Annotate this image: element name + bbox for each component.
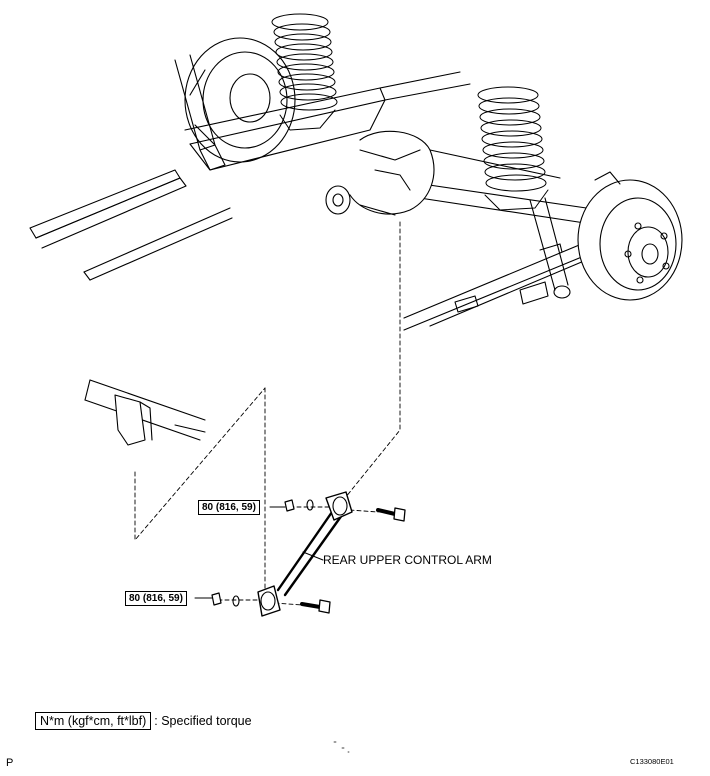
right-shock-absorber — [529, 197, 571, 299]
upper-bolt-torque-label: 80 (816, 59) — [198, 500, 260, 515]
page-code: P — [6, 757, 14, 769]
differential — [325, 130, 435, 216]
rear-upper-control-arm — [257, 491, 353, 617]
torque-unit-symbol: N*m (kgf*cm, ft*lbf) — [35, 712, 152, 730]
lower-nut — [211, 592, 222, 606]
figure-code: C133080E01 — [630, 757, 674, 766]
upper-nut — [284, 499, 295, 512]
callout-leaders — [194, 506, 324, 599]
upper-washer — [306, 499, 314, 511]
left-brake-drum — [184, 37, 296, 163]
right-coil-spring — [477, 86, 549, 211]
lower-bolt — [300, 599, 331, 614]
dashed-leaders — [134, 221, 401, 606]
upper-bolt — [376, 507, 406, 522]
left-coil-spring — [271, 13, 338, 131]
frame-bracket-detail — [84, 379, 206, 446]
right-brake-drum — [577, 171, 683, 301]
frame-rail-left — [29, 169, 233, 281]
control-arm-callout: REAR UPPER CONTROL ARM — [323, 553, 492, 567]
torque-legend-text: : Specified torque — [154, 714, 252, 728]
lower-bolt-torque-label: 80 (816, 59) — [125, 591, 187, 606]
scan-specks — [333, 741, 350, 753]
torque-legend: N*m (kgf*cm, ft*lbf) : Specified torque — [35, 712, 252, 730]
lower-washer — [232, 595, 240, 607]
left-shock-absorber — [174, 54, 226, 171]
